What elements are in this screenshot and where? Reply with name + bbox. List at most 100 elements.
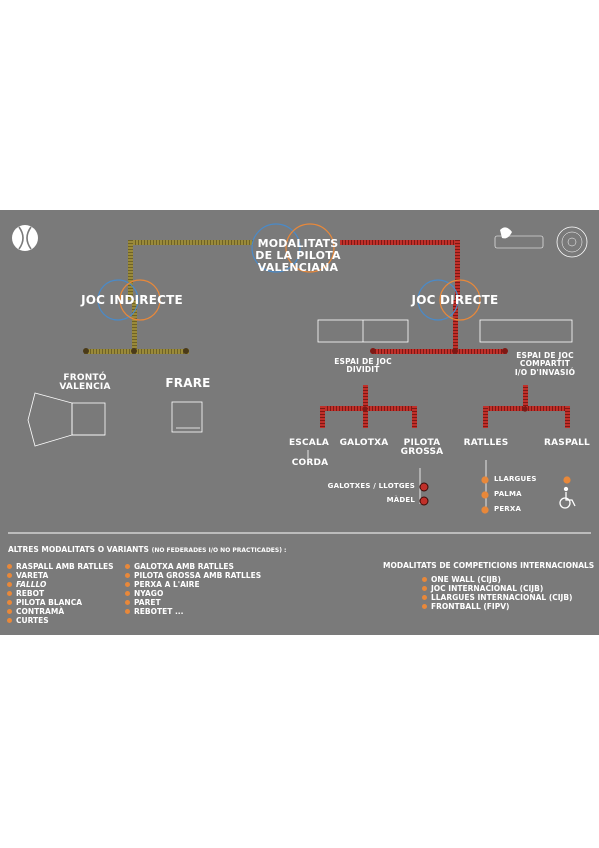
ball-icon [12, 225, 38, 251]
international-list: ONE WALL (CIJB)JOC INTERNACIONAL (CIJB)L… [421, 575, 572, 611]
list-item: GALOTXA AMB RATLLES [124, 562, 261, 571]
list-item-text: CONTRAMÀ [16, 607, 65, 616]
bullet-dot-icon [125, 591, 130, 596]
list-item: RASPALL AMB RATLLES [6, 562, 114, 571]
list-item-text: NYAGO [134, 589, 164, 598]
espai-compartit-line-1: ESPAI DE JOC [516, 351, 574, 360]
list-item: NYAGO [124, 589, 261, 598]
list-item: CURTES [6, 616, 114, 625]
list-item-text: LLARGUES INTERNACIONAL (CIJB) [431, 593, 573, 602]
indirect-track [83, 240, 253, 354]
corda-label: CORDA [291, 458, 329, 468]
list-item: PILOTA BLANCA [6, 598, 114, 607]
frare-label: FRARE [165, 376, 211, 390]
joc-indirecte-label: JOC INDIRECTE [81, 293, 183, 307]
frare-court-outline [171, 401, 203, 433]
international-heading: MODALITATS DE COMPETICIONS INTERNACIONAL… [383, 561, 595, 570]
federation-seal-logo [556, 226, 588, 258]
list-item: FALLLO [6, 580, 114, 589]
bullet-dot-icon [125, 573, 130, 578]
list-item-text: RASPALL AMB RATLLES [16, 562, 114, 571]
list-item: FRONTBALL (FIPV) [421, 602, 572, 611]
escala-label: ESCALA [288, 438, 330, 448]
pilota-grossa-line-1: PILOTA [403, 438, 441, 448]
pilota-grossa-line-2: GROSSA [400, 447, 444, 458]
list-item: PERXA A L'AIRE [124, 580, 261, 589]
list-item: LLARGUES INTERNACIONAL (CIJB) [421, 593, 572, 602]
modalities-diagram [8, 223, 591, 534]
palma-label: PALMA [494, 490, 522, 498]
list-item-text: CURTES [16, 616, 49, 625]
bullet-dot-icon [7, 573, 12, 578]
espai-compartit-line-3: I/O D'INVASIÓ [514, 367, 576, 377]
perxa-label: PERXA [494, 505, 522, 513]
bullet-dot-icon [7, 582, 12, 587]
pilota-valenciana-logo [494, 227, 544, 249]
list-item: REBOTET ... [124, 607, 261, 616]
pilota-grossa-label: PILOTA GROSSA [400, 438, 444, 458]
others-heading-text: ALTRES MODALITATS O VARIANTS [8, 545, 149, 554]
bullet-dot-icon [7, 591, 12, 596]
shared-subnode-dots [481, 476, 571, 514]
llargues-label: LLARGUES [494, 475, 537, 483]
title-line-1: MODALITATS [257, 237, 339, 250]
bullet-dot-icon [422, 586, 427, 591]
ratlles-label: RATLLES [463, 438, 509, 448]
list-item-text: FALLLO [16, 580, 47, 589]
bullet-dot-icon [7, 600, 12, 605]
bullet-dot-icon [7, 564, 12, 569]
bullet-dot-icon [125, 582, 130, 587]
title-rings [251, 223, 335, 273]
bullet-dot-icon [422, 577, 427, 582]
court-divided-outline [317, 319, 409, 343]
list-item: PILOTA GROSSA AMB RATLLES [124, 571, 261, 580]
list-item-text: PILOTA BLANCA [16, 598, 83, 607]
list-item-text: REBOTET ... [134, 607, 184, 616]
list-item: VARETA [6, 571, 114, 580]
indirect-rings [97, 279, 161, 321]
diagram-panel: MODALITATS DE LA PILOTA VALENCIANA JOC I… [0, 210, 599, 635]
fronto-court-outline [27, 392, 106, 447]
espai-compartit-label: ESPAI DE JOC COMPARTIT I/O D'INVASIÓ [514, 351, 576, 377]
madel-label: MÀDEL [386, 496, 415, 504]
list-item-text: REBOT [16, 589, 45, 598]
galotxa-label: GALOTXA [339, 438, 389, 448]
bullet-dot-icon [422, 604, 427, 609]
direct-track [320, 240, 570, 428]
bullet-dot-icon [125, 600, 130, 605]
list-item-text: JOC INTERNACIONAL (CIJB) [431, 584, 544, 593]
fronto-valencia-label: FRONTÓ VALENCIA [59, 373, 111, 393]
espai-compartit-line-2: COMPARTIT [519, 359, 571, 369]
divided-subnode-dots [419, 482, 429, 506]
fronto-line-2: VALENCIA [59, 382, 111, 393]
bullet-dot-icon [125, 609, 130, 614]
title-line-2: DE LA PILOTA [255, 249, 341, 263]
list-item: CONTRAMÀ [6, 607, 114, 616]
court-shared-outline [479, 319, 573, 343]
list-item: REBOT [6, 589, 114, 598]
list-item-text: GALOTXA AMB RATLLES [134, 562, 234, 571]
list-item-text: PILOTA GROSSA AMB RATLLES [134, 571, 262, 580]
direct-rings [417, 279, 481, 321]
list-item-text: PARET [134, 598, 161, 607]
bullet-dot-icon [125, 564, 130, 569]
fronto-line-1: FRONTÓ [63, 373, 107, 383]
title-line-3: VALENCIANA [257, 261, 339, 275]
list-item-text: PERXA A L'AIRE [134, 580, 200, 589]
bullet-dot-icon [422, 595, 427, 600]
list-item-text: VARETA [16, 571, 49, 580]
joc-directe-label: JOC DIRECTE [411, 293, 499, 307]
list-item-text: FRONTBALL (FIPV) [431, 602, 510, 611]
list-item: PARET [124, 598, 261, 607]
list-item: ONE WALL (CIJB) [421, 575, 572, 584]
espai-dividit-label: ESPAI DE JOC DIVIDIT [334, 357, 392, 375]
list-item-text: ONE WALL (CIJB) [431, 575, 501, 584]
others-heading-note: (NO FEDERADES I/O NO PRACTICADES) : [151, 547, 287, 554]
list-item: JOC INTERNACIONAL (CIJB) [421, 584, 572, 593]
wheelchair-icon [559, 486, 576, 509]
raspall-label: RASPALL [544, 438, 590, 448]
others-heading: ALTRES MODALITATS O VARIANTS (NO FEDERAD… [8, 545, 286, 554]
bullet-dot-icon [7, 609, 12, 614]
